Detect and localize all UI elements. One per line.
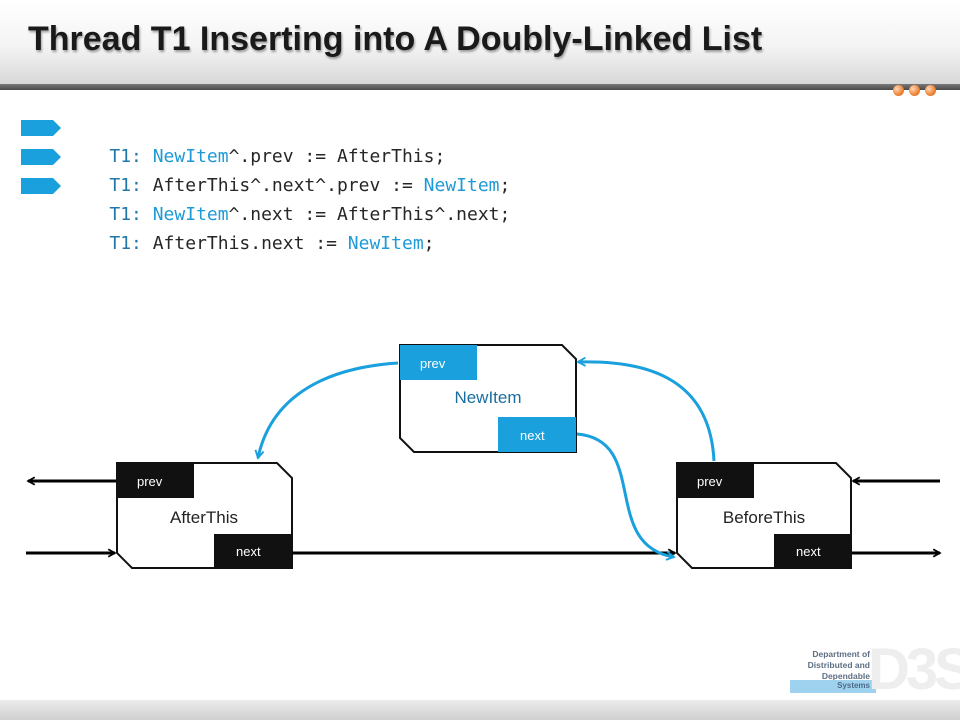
new-item-prev-arrow: [258, 361, 399, 458]
after-this-prev-field: [117, 463, 194, 498]
code-token: ;: [423, 233, 435, 254]
logo-band: Systems: [790, 680, 876, 693]
new-item-prev-field: [400, 345, 477, 380]
field-label: next: [520, 428, 545, 443]
code-line-1: T1: NewItem^.prev := AfterThis;: [21, 113, 510, 167]
node-label: AfterThis: [170, 508, 238, 527]
code-token: NewItem: [152, 146, 229, 167]
code-line-3: T1: NewItem^.next := AfterThis^.next;: [21, 171, 510, 225]
logo-mark: D3S: [868, 637, 960, 702]
code-token: AfterThis^.next^.prev :=: [152, 175, 424, 196]
node-after-this: prev next AfterThis: [116, 462, 293, 569]
field-label: prev: [420, 356, 446, 371]
field-label: prev: [137, 474, 163, 489]
field-label: next: [236, 544, 261, 559]
code-token: ^.next := AfterThis^.next;: [228, 204, 511, 225]
code-token: NewItem: [423, 175, 500, 196]
executed-marker-icon: [21, 149, 61, 165]
logo-line: Systems: [837, 681, 870, 690]
new-item-next-field: [498, 417, 576, 452]
code-token: ;: [499, 175, 511, 196]
slide-footer: [0, 700, 960, 720]
logo-line: Department of: [812, 649, 870, 659]
code-line-4: T1: AfterThis.next := NewItem;: [66, 200, 510, 254]
logo-line: Distributed and: [807, 660, 870, 670]
code-token: NewItem: [347, 233, 424, 254]
slide-header: Thread T1 Inserting into A Doubly-Linked…: [0, 0, 960, 84]
code-token: NewItem: [152, 204, 229, 225]
slide-title: Thread T1 Inserting into A Doubly-Linked…: [28, 20, 763, 58]
new-item-next-arrow: [576, 432, 674, 557]
thread-label: T1:: [109, 204, 142, 225]
code-token: ^.prev := AfterThis;: [228, 146, 446, 167]
thread-label: T1:: [109, 175, 142, 196]
node-label: BeforeThis: [723, 508, 805, 527]
dot-icon: [925, 85, 936, 96]
node-label: NewItem: [454, 388, 521, 407]
code-line-2: T1: AfterThis^.next^.prev := NewItem;: [21, 142, 510, 196]
thread-label: T1:: [109, 146, 142, 167]
executed-marker-icon: [21, 120, 61, 136]
dot-icon: [909, 85, 920, 96]
field-label: prev: [697, 474, 723, 489]
logo-text: Department of Distributed and Dependable: [790, 649, 870, 682]
field-label: next: [796, 544, 821, 559]
logo-line: Dependable: [821, 671, 870, 681]
department-logo: Department of Distributed and Dependable…: [790, 640, 960, 699]
node-new-item: prev next NewItem: [399, 344, 577, 453]
executed-marker-icon: [21, 178, 61, 194]
code-token: AfterThis.next :=: [152, 233, 348, 254]
dot-icon: [893, 85, 904, 96]
node-before-this: prev next BeforeThis: [676, 462, 852, 569]
header-rule: [0, 84, 960, 90]
before-this-prev-arrow: [578, 362, 716, 462]
after-this-next-field: [214, 534, 292, 568]
before-this-next-field: [774, 534, 851, 568]
code-block: T1: NewItem^.prev := AfterThis; T1: Afte…: [21, 113, 510, 254]
before-this-prev-field: [677, 463, 754, 498]
thread-label: T1:: [109, 233, 142, 254]
